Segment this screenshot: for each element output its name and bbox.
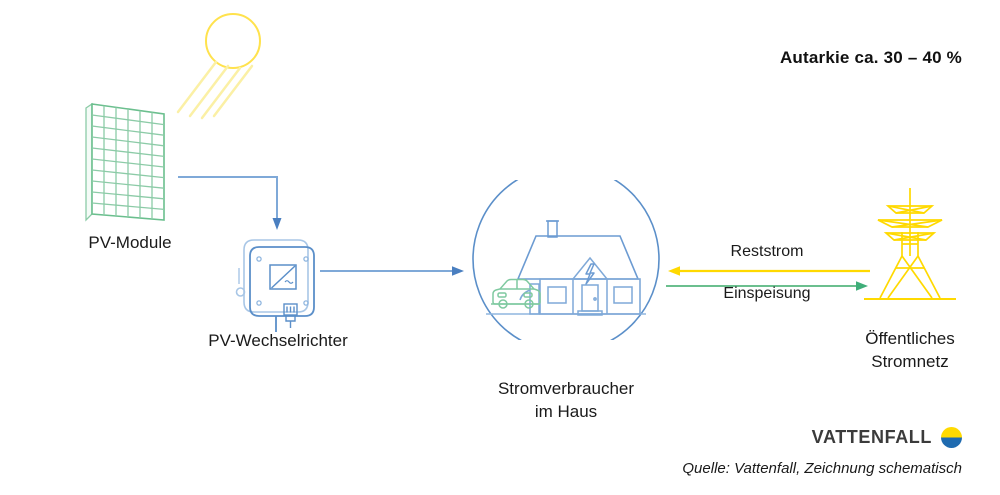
house-icon (472, 180, 660, 340)
grid-flow-arrows (666, 266, 870, 291)
house-label-line2: im Haus (534, 401, 598, 421)
reststrom-label: Reststrom (730, 243, 804, 260)
inverter-icon (235, 239, 315, 332)
einspeisung-label: Einspeisung (723, 285, 811, 302)
inverter-label: PV-Wechselrichter (208, 331, 348, 350)
page-title: Autarkie ca. 30 – 40 % (779, 48, 962, 67)
grid-label-line2: Stromnetz (871, 351, 949, 371)
solar-panel-icon (85, 102, 165, 222)
grid-label-line1: Öffentliches (865, 329, 955, 348)
einspeisung-arrowhead (856, 281, 868, 291)
sun-icon (176, 13, 261, 120)
vattenfall-logo: VATTENFALL (812, 427, 962, 448)
brand-wordmark: VATTENFALL (811, 427, 932, 447)
reststrom-arrowhead (668, 266, 680, 276)
power-pylon-icon (864, 188, 956, 300)
pv-modules-label: PV-Module (88, 233, 172, 252)
inverter-to-house-arrow (320, 266, 464, 276)
source-note: Quelle: Vattenfall, Zeichnung schematisc… (682, 460, 962, 477)
electric-car-icon (491, 278, 541, 309)
pv-to-inverter-arrow (178, 176, 282, 230)
house-label-line1: Stromverbraucher (497, 379, 635, 398)
vattenfall-mark-icon (941, 427, 962, 448)
